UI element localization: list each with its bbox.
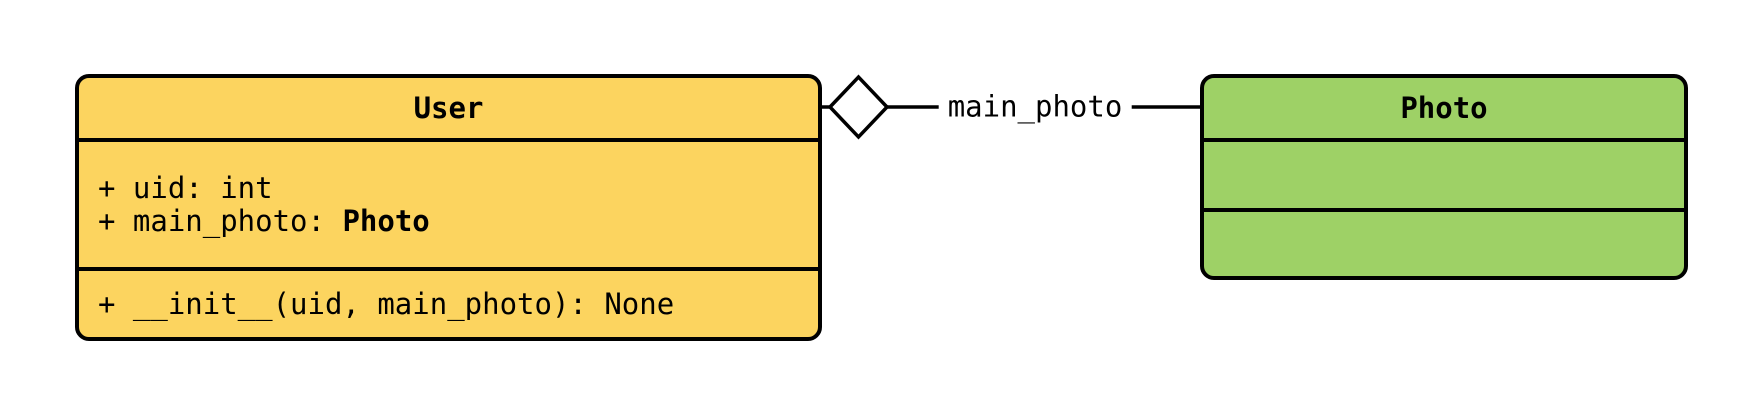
compartment-divider [79,267,818,271]
class-name-photo: Photo [1400,91,1488,125]
class-title-compartment: User [79,78,818,138]
class-box-user: User + uid: int + main_photo: Photo + __… [75,74,822,341]
class-title-compartment: Photo [1204,78,1684,138]
class-name-user: User [413,91,484,125]
methods-compartment-empty [1204,212,1684,276]
attribute-text: + main_photo: [98,203,343,238]
aggregation-diamond-icon [827,74,890,140]
attributes-compartment-empty [1204,142,1684,208]
attribute-line: + uid: int [79,170,818,205]
method-text: + __init__(uid, main_photo): None [98,286,675,321]
class-box-photo: Photo [1200,74,1688,280]
attribute-line: + main_photo: Photo [79,203,818,238]
method-line: + __init__(uid, main_photo): None [79,286,818,321]
relation-label: main_photo [938,90,1132,124]
compartment-divider [79,138,818,142]
compartment-divider [1204,138,1684,142]
attributes-compartment: + uid: int + main_photo: Photo [79,142,818,267]
attribute-text: + uid: int [98,170,273,205]
compartment-divider [1204,208,1684,212]
attribute-type: Photo [342,203,430,238]
methods-compartment: + __init__(uid, main_photo): None [79,271,818,337]
